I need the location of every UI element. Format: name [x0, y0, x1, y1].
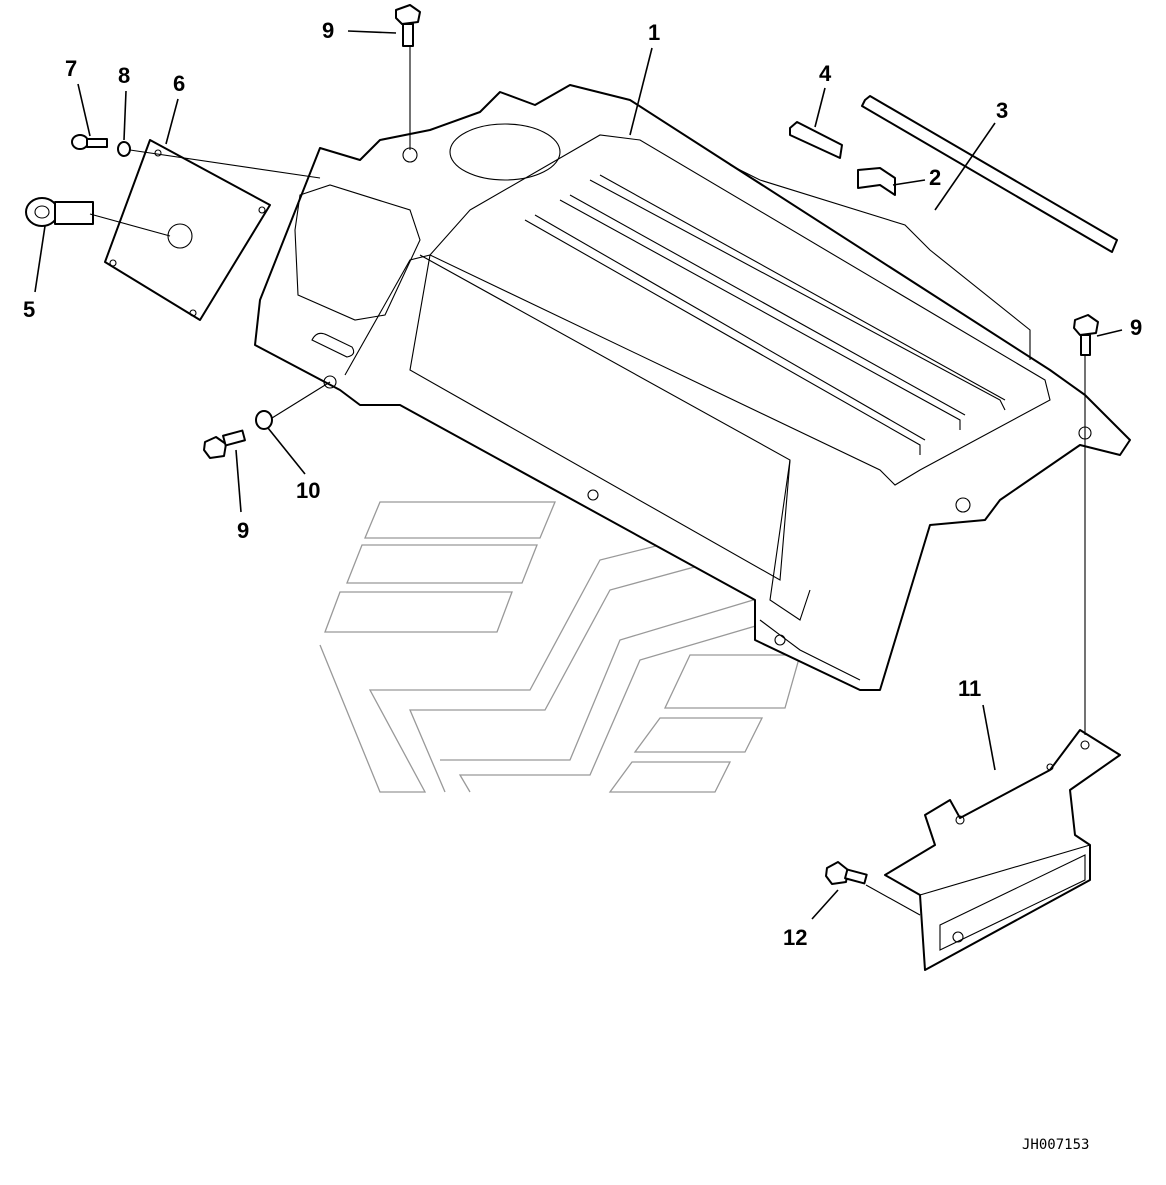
- part-9-bolt-left: [203, 429, 246, 459]
- callout-9-left: 9: [237, 518, 249, 543]
- part-1-frame: [254, 84, 1131, 691]
- callout-9-right: 9: [1130, 315, 1142, 340]
- part-12-bolt: [825, 861, 868, 885]
- part-4-pad: [789, 121, 843, 159]
- part-2-clip: [857, 167, 896, 196]
- leader-lines: [34, 30, 1123, 920]
- callout-5: 5: [23, 297, 35, 322]
- part-5-switch: [25, 197, 94, 227]
- callout-11: 11: [958, 676, 981, 701]
- callout-6: 6: [173, 71, 185, 96]
- drawing-code: JH007153: [1022, 1137, 1089, 1153]
- callout-4: 4: [819, 61, 832, 86]
- part-9-bolt-top: [395, 4, 421, 47]
- callout-2: 2: [929, 165, 941, 190]
- callout-1: 1: [648, 20, 660, 45]
- part-3-strip: [861, 95, 1118, 253]
- part-9-bolt-right: [1073, 314, 1099, 356]
- part-6-plate: [104, 139, 271, 321]
- part-7-screw: [71, 134, 108, 150]
- callout-10: 10: [296, 478, 320, 503]
- part-10-washer: [255, 410, 273, 430]
- callout-12: 12: [783, 925, 807, 950]
- callout-7: 7: [65, 56, 77, 81]
- part-8-washer: [117, 141, 131, 157]
- assembly-guide-lines: [729, 164, 1031, 360]
- callout-8: 8: [118, 63, 130, 88]
- callout-9-top: 9: [322, 18, 334, 43]
- callout-3: 3: [996, 98, 1008, 123]
- part-11-bracket: [884, 729, 1121, 971]
